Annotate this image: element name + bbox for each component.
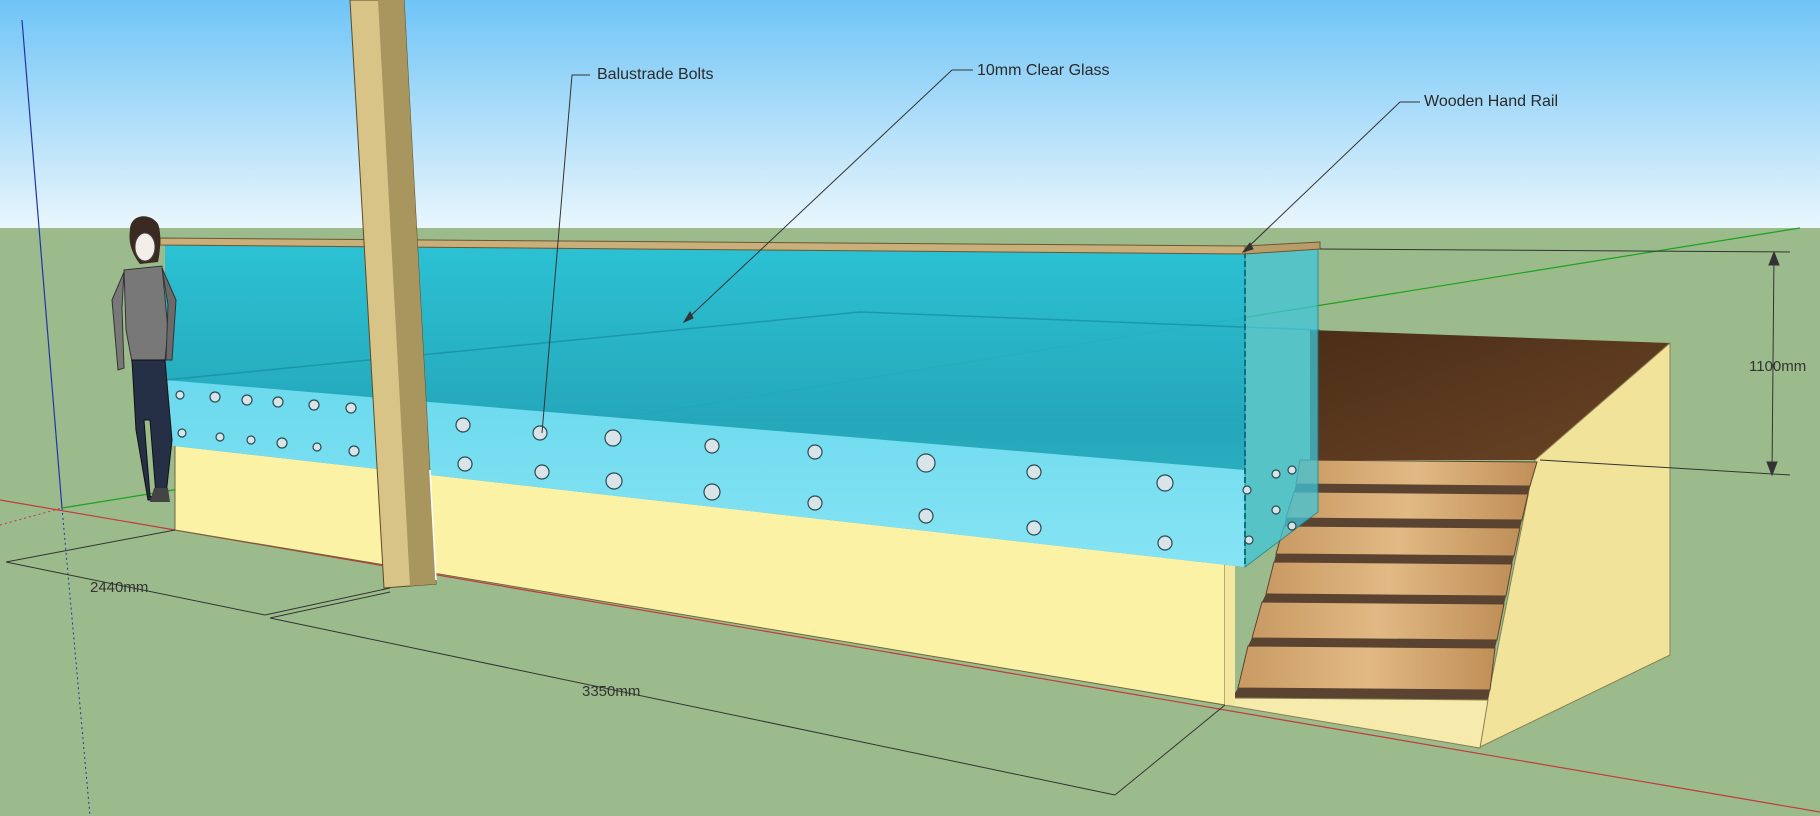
dimension-label-3350: 3350mm bbox=[582, 683, 641, 700]
label-wooden-hand-rail: Wooden Hand Rail bbox=[1424, 93, 1559, 110]
red-axis-dotted bbox=[0, 507, 63, 526]
glass-balustrade-side bbox=[1244, 245, 1319, 569]
wooden-post-shade bbox=[378, 0, 436, 586]
blue-axis bbox=[21, 19, 63, 509]
deck-top-surface bbox=[1310, 330, 1670, 460]
blue-axis-dotted bbox=[61, 507, 91, 816]
glass-lower-band bbox=[165, 380, 1245, 567]
annotation-leaders bbox=[541, 69, 1420, 434]
stairs bbox=[1223, 459, 1538, 749]
dimension-lines bbox=[5, 248, 1791, 796]
dimension-label-height: 1100mm bbox=[1749, 358, 1807, 375]
sky bbox=[0, 0, 1820, 228]
deck-front-side-lower bbox=[1225, 560, 1235, 705]
red-axis bbox=[0, 499, 1820, 813]
person-figure bbox=[111, 216, 177, 502]
balustrade-bolts bbox=[175, 390, 1297, 551]
label-clear-glass: 10mm Clear Glass bbox=[977, 62, 1110, 79]
label-balustrade-bolts: Balustrade Bolts bbox=[597, 66, 714, 83]
dimension-label-2440: 2440mm bbox=[90, 579, 149, 596]
